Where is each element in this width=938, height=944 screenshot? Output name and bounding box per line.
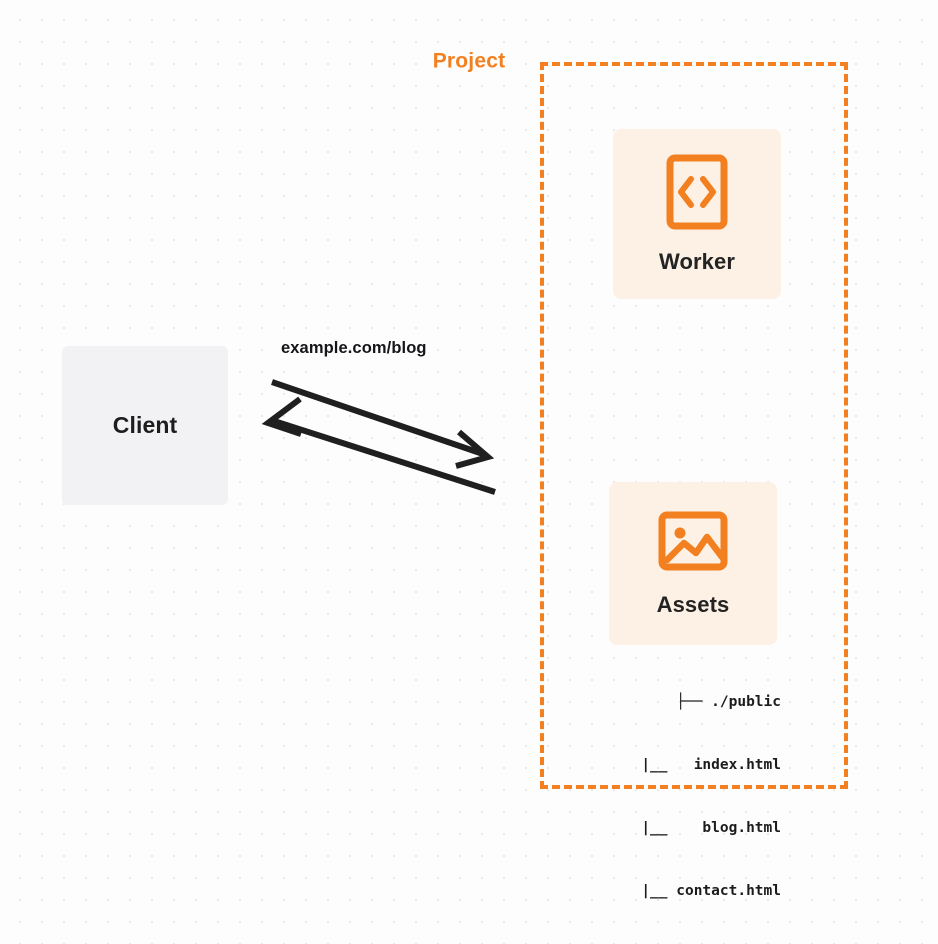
request-arrow — [271, 379, 495, 469]
file-tree-row: ├── ./public — [676, 694, 781, 710]
client-node[interactable]: Client — [62, 346, 228, 505]
project-title: Project — [427, 49, 511, 74]
diagram-canvas: Client example.com/blog Project Worker — [62, 49, 848, 899]
file-tree-row: |__ contact.html — [641, 883, 781, 899]
assets-file-tree: ├── ./public |__ index.html |__ blog.htm… — [584, 650, 781, 944]
file-tree-row: |__ index.html — [641, 757, 781, 773]
assets-label: Assets — [656, 592, 730, 617]
response-arrow — [261, 396, 496, 495]
code-brackets-icon — [666, 154, 728, 235]
client-label: Client — [112, 412, 178, 438]
file-tree-row: |__ blog.html — [641, 820, 781, 836]
image-icon — [658, 509, 728, 578]
worker-label: Worker — [659, 248, 735, 274]
project-container — [540, 62, 848, 789]
request-url-label: example.com/blog — [281, 339, 427, 357]
worker-node[interactable]: Worker — [613, 129, 781, 299]
assets-node[interactable]: Assets — [609, 482, 777, 645]
